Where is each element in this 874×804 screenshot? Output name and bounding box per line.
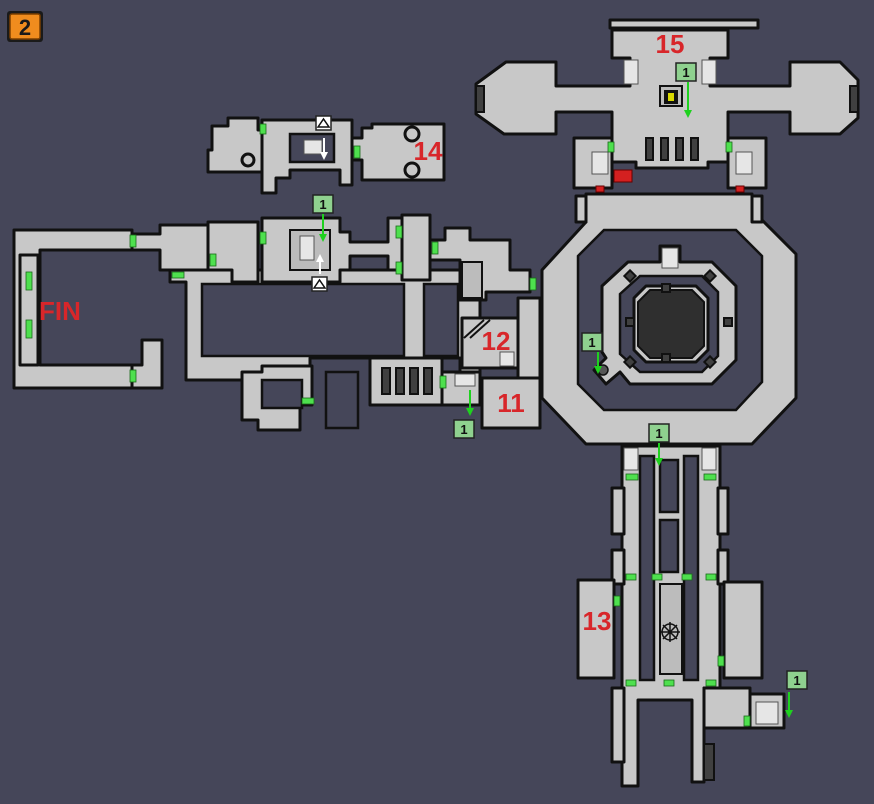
- stair-markers: [311, 115, 332, 292]
- door: [663, 679, 675, 687]
- door: [625, 573, 637, 581]
- door: [651, 573, 663, 581]
- door: [625, 473, 639, 481]
- door: [259, 123, 267, 135]
- teleport-marker-icon[interactable]: 1: [675, 62, 697, 118]
- svg-text:1: 1: [682, 65, 689, 80]
- room-label-12: 12: [482, 326, 511, 356]
- rooms-11-12: [460, 296, 542, 430]
- door: [625, 679, 637, 687]
- level-badge-text: 2: [19, 15, 31, 40]
- central-corridors: [168, 213, 537, 382]
- teleport-marker-icon[interactable]: 1: [581, 332, 603, 374]
- svg-text:1: 1: [460, 422, 467, 437]
- octagon-arena: [540, 192, 798, 446]
- door: [705, 573, 717, 581]
- red-door-icon: [735, 185, 745, 193]
- door: [613, 595, 621, 607]
- upper-rooms-14: [206, 116, 446, 195]
- svg-text:1: 1: [319, 197, 326, 212]
- teleport-markers: 1 1 1 1 1 1: [312, 62, 808, 718]
- red-door-icon: [595, 185, 605, 193]
- door: [703, 473, 717, 481]
- door: [725, 141, 733, 153]
- teleport-marker-icon[interactable]: 1: [785, 670, 808, 718]
- lower-corridors: [576, 444, 786, 788]
- lower-left-rooms: [240, 356, 482, 432]
- teleport-marker-icon[interactable]: 1: [453, 390, 475, 439]
- room-label-11: 11: [497, 388, 525, 418]
- door: [439, 375, 447, 389]
- door: [717, 655, 725, 667]
- door: [171, 271, 185, 279]
- fin-area: [12, 223, 210, 390]
- teleport-marker-icon[interactable]: 1: [648, 423, 670, 466]
- level-badge: 2: [7, 11, 43, 42]
- door: [529, 277, 537, 291]
- up-triangle-icon[interactable]: [315, 115, 332, 160]
- door: [743, 715, 751, 727]
- room-label-14: 14: [414, 136, 443, 166]
- door: [353, 145, 361, 159]
- room-labels: FIN 11 12 13 14 15: [39, 29, 684, 636]
- up-triangle-icon[interactable]: [311, 254, 328, 292]
- door: [395, 225, 403, 239]
- door: [209, 253, 217, 267]
- door: [25, 319, 33, 339]
- door: [301, 397, 315, 405]
- door: [395, 261, 403, 275]
- star-sigil-icon: [660, 622, 680, 642]
- door: [259, 231, 267, 245]
- room-label-fin: FIN: [39, 296, 81, 326]
- door: [681, 573, 693, 581]
- room-label-15: 15: [656, 29, 685, 59]
- svg-text:1: 1: [588, 335, 595, 350]
- door: [705, 679, 717, 687]
- red-door-icon: [613, 169, 633, 183]
- room-label-13: 13: [583, 606, 612, 636]
- door: [129, 234, 137, 248]
- svg-text:1: 1: [655, 426, 662, 441]
- door: [431, 241, 439, 255]
- svg-text:1: 1: [793, 673, 800, 688]
- teleport-marker-icon[interactable]: 1: [312, 194, 334, 242]
- door: [25, 271, 33, 291]
- door: [129, 369, 137, 383]
- door: [607, 141, 615, 153]
- room-15-complex: [474, 18, 860, 193]
